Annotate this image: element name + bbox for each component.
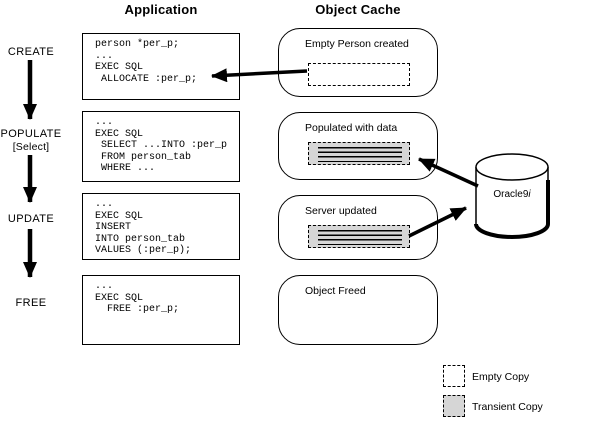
object-cache-column-header: Object Cache bbox=[315, 2, 401, 17]
stage-label-update: UPDATE bbox=[7, 213, 55, 225]
database-label-italic-i: i bbox=[528, 189, 531, 200]
legend-transient-copy-swatch bbox=[443, 395, 465, 417]
cache-box-free: Object Freed bbox=[278, 275, 438, 345]
stage-label-populate: POPULATE bbox=[0, 128, 62, 140]
cache-state-label: Populated with data bbox=[305, 122, 398, 134]
cache-state-label: Empty Person created bbox=[305, 38, 409, 50]
database-label: Oracle9i bbox=[493, 189, 531, 200]
data-lines bbox=[318, 230, 402, 246]
cache-state-label: Object Freed bbox=[305, 285, 366, 297]
code-box-create: person *per_p; ... EXEC SQL ALLOCATE :pe… bbox=[82, 33, 240, 100]
code-box-populate: ... EXEC SQL SELECT ...INTO :per_p FROM … bbox=[82, 111, 240, 182]
legend-transient-copy-label: Transient Copy bbox=[472, 401, 543, 413]
transient-copy-rect bbox=[308, 142, 410, 165]
stage-label-create: CREATE bbox=[7, 46, 55, 58]
stage-sublabel-select: [Select] bbox=[12, 141, 50, 153]
cylinder-top bbox=[475, 153, 549, 181]
cache-box-populate: Populated with data bbox=[278, 112, 438, 180]
cache-box-update: Server updated bbox=[278, 195, 438, 260]
legend-empty-copy-label: Empty Copy bbox=[472, 371, 530, 383]
code-free: ... EXEC SQL FREE :per_p; bbox=[95, 281, 180, 315]
data-lines bbox=[318, 147, 402, 163]
stage-label-free: FREE bbox=[15, 297, 47, 309]
cache-state-label: Server updated bbox=[305, 205, 377, 217]
empty-copy-rect bbox=[308, 63, 410, 86]
code-box-free: ... EXEC SQL FREE :per_p; bbox=[82, 275, 240, 345]
legend-empty-copy-swatch bbox=[443, 365, 465, 387]
code-box-update: ... EXEC SQL INSERT INTO person_tab VALU… bbox=[82, 193, 240, 260]
application-column-header: Application bbox=[124, 2, 198, 17]
cylinder-body bbox=[475, 167, 549, 238]
transient-copy-rect bbox=[308, 225, 410, 248]
code-populate: ... EXEC SQL SELECT ...INTO :per_p FROM … bbox=[95, 117, 228, 174]
cache-box-create: Empty Person created bbox=[278, 28, 438, 97]
code-update: ... EXEC SQL INSERT INTO person_tab VALU… bbox=[95, 199, 192, 256]
code-create: person *per_p; ... EXEC SQL ALLOCATE :pe… bbox=[95, 39, 198, 85]
